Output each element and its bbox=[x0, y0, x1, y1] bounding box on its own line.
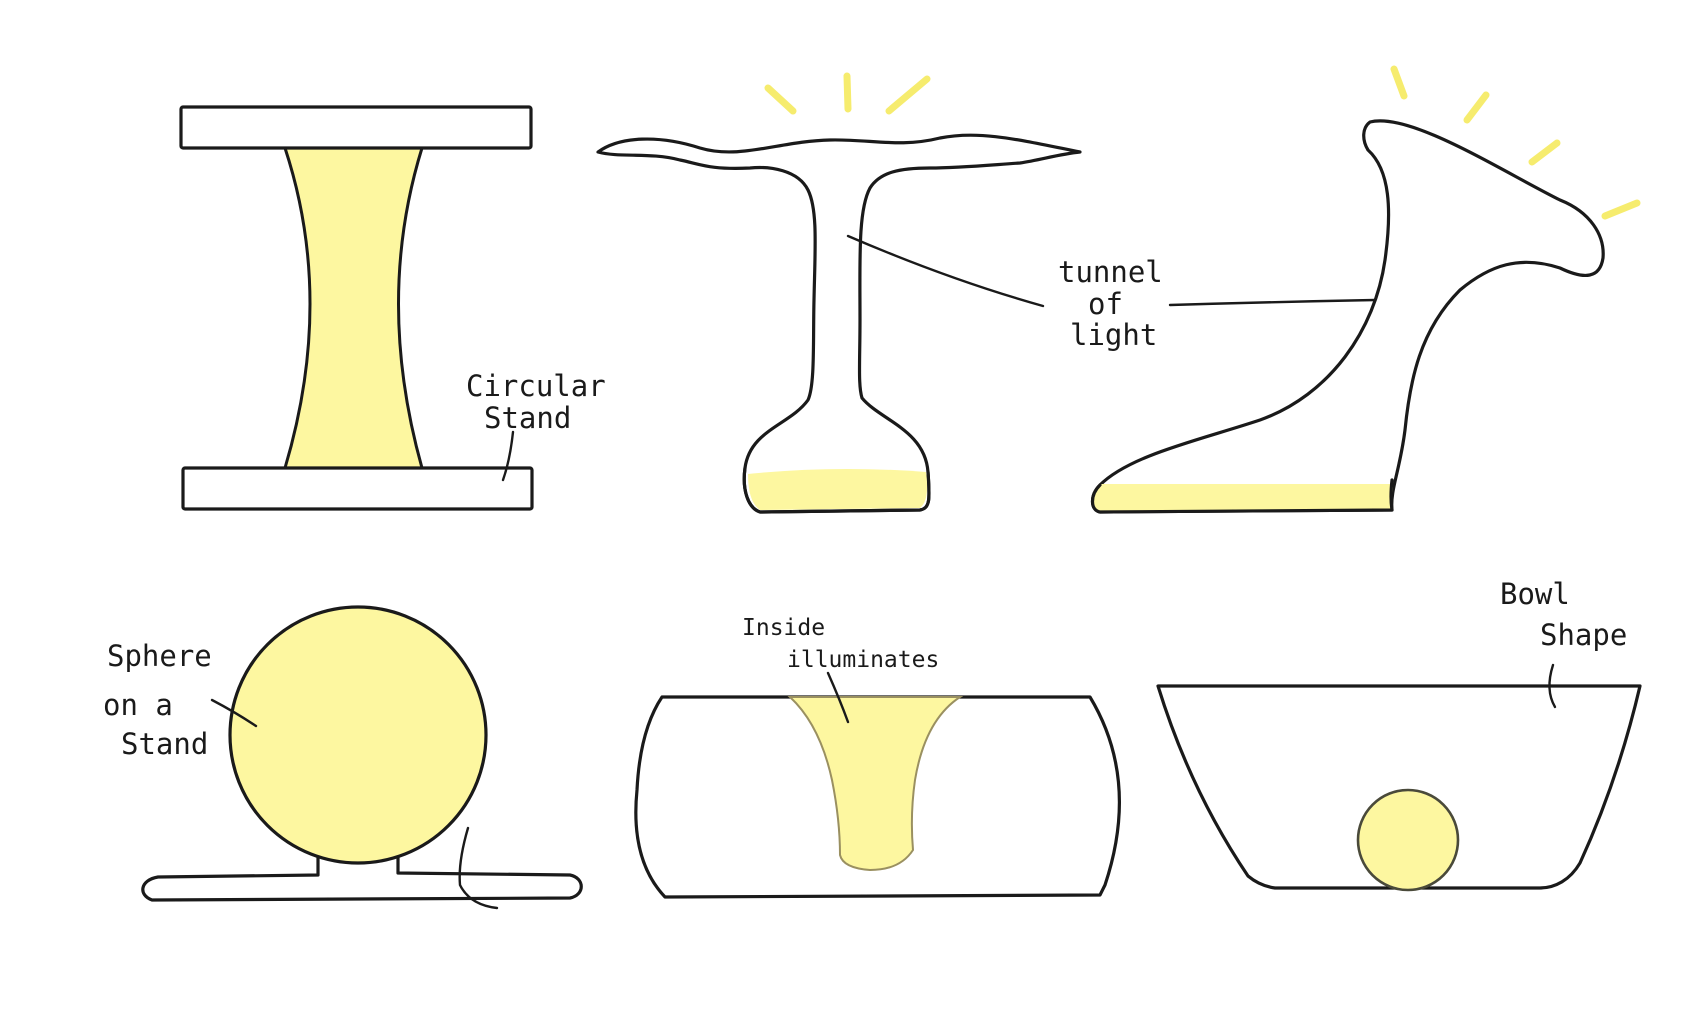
hourglass-lamp-sketch: Circular Stand bbox=[181, 107, 623, 509]
inside-illuminates-label: Inside illuminates bbox=[742, 615, 939, 673]
hourglass-light-column bbox=[285, 148, 422, 468]
t-shaped-lamp-sketch bbox=[598, 76, 1080, 512]
tunnel-leader-left bbox=[848, 236, 1043, 306]
glow-rays-center bbox=[768, 76, 927, 111]
t-lamp-light-base bbox=[748, 469, 927, 510]
top-circular-stand bbox=[181, 107, 531, 148]
bottom-circular-stand bbox=[183, 468, 532, 509]
tunnel-of-light-label: tunnel of light bbox=[1058, 255, 1180, 352]
bowl-light-orb bbox=[1358, 790, 1458, 890]
bowl-lamp-sketch: Bowl Shape bbox=[1158, 577, 1640, 890]
cylinder-lamp-sketch: Inside illuminates bbox=[636, 615, 1120, 897]
horn-lamp-sketch bbox=[1092, 69, 1637, 512]
horn-lamp-light-base bbox=[1092, 484, 1393, 512]
sphere-lamp-sketch: Sphere on a Stand bbox=[103, 607, 581, 908]
tunnel-of-light-annotation: tunnel of light bbox=[848, 236, 1375, 352]
illuminated-sphere bbox=[230, 607, 486, 863]
horn-lamp-body bbox=[1093, 121, 1604, 512]
tunnel-leader-right bbox=[1170, 300, 1375, 305]
bowl-shape-label: Bowl Shape bbox=[1500, 577, 1627, 652]
sphere-on-a-stand-label: Sphere on a Stand bbox=[103, 639, 229, 761]
circular-stand-label: Circular Stand bbox=[466, 369, 623, 435]
t-lamp-body bbox=[598, 135, 1080, 512]
